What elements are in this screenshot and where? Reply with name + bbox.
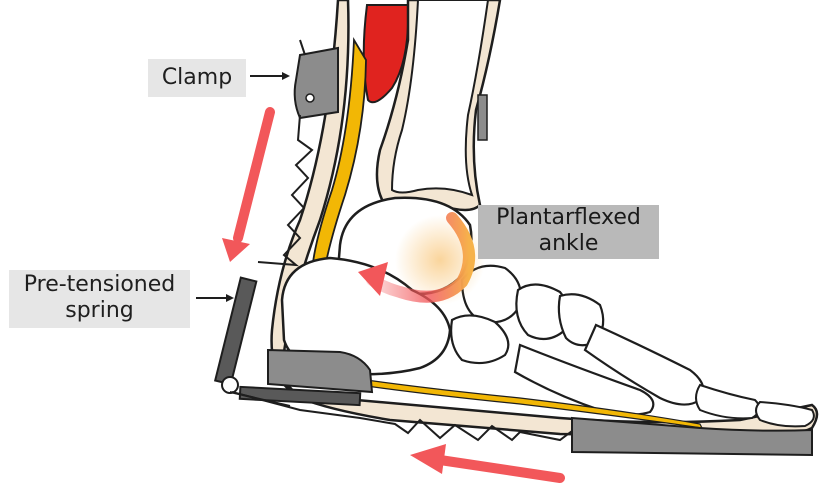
arrow-down-left-icon bbox=[222, 112, 270, 262]
shin-plate bbox=[478, 95, 487, 140]
ankle-label-line2: ankle bbox=[478, 231, 659, 257]
spring-label: Pre-tensioned spring bbox=[9, 270, 190, 328]
heel-strut bbox=[215, 278, 256, 393]
ankle-label-line1: Plantarflexed bbox=[478, 205, 659, 231]
hinge-pivot bbox=[222, 377, 238, 393]
spring-label-line2: spring bbox=[9, 298, 190, 324]
arrow-left-icon bbox=[410, 444, 560, 478]
heel-plate bbox=[240, 350, 372, 405]
spring-pointer-icon bbox=[196, 294, 234, 302]
clamp-label-text: Clamp bbox=[148, 59, 246, 97]
clamp-device bbox=[295, 40, 338, 118]
clamp-label: Clamp bbox=[148, 59, 246, 97]
ankle-label: Plantarflexed ankle bbox=[478, 205, 659, 259]
spring-label-line1: Pre-tensioned bbox=[9, 272, 190, 298]
clamp-pointer-icon bbox=[250, 72, 290, 80]
